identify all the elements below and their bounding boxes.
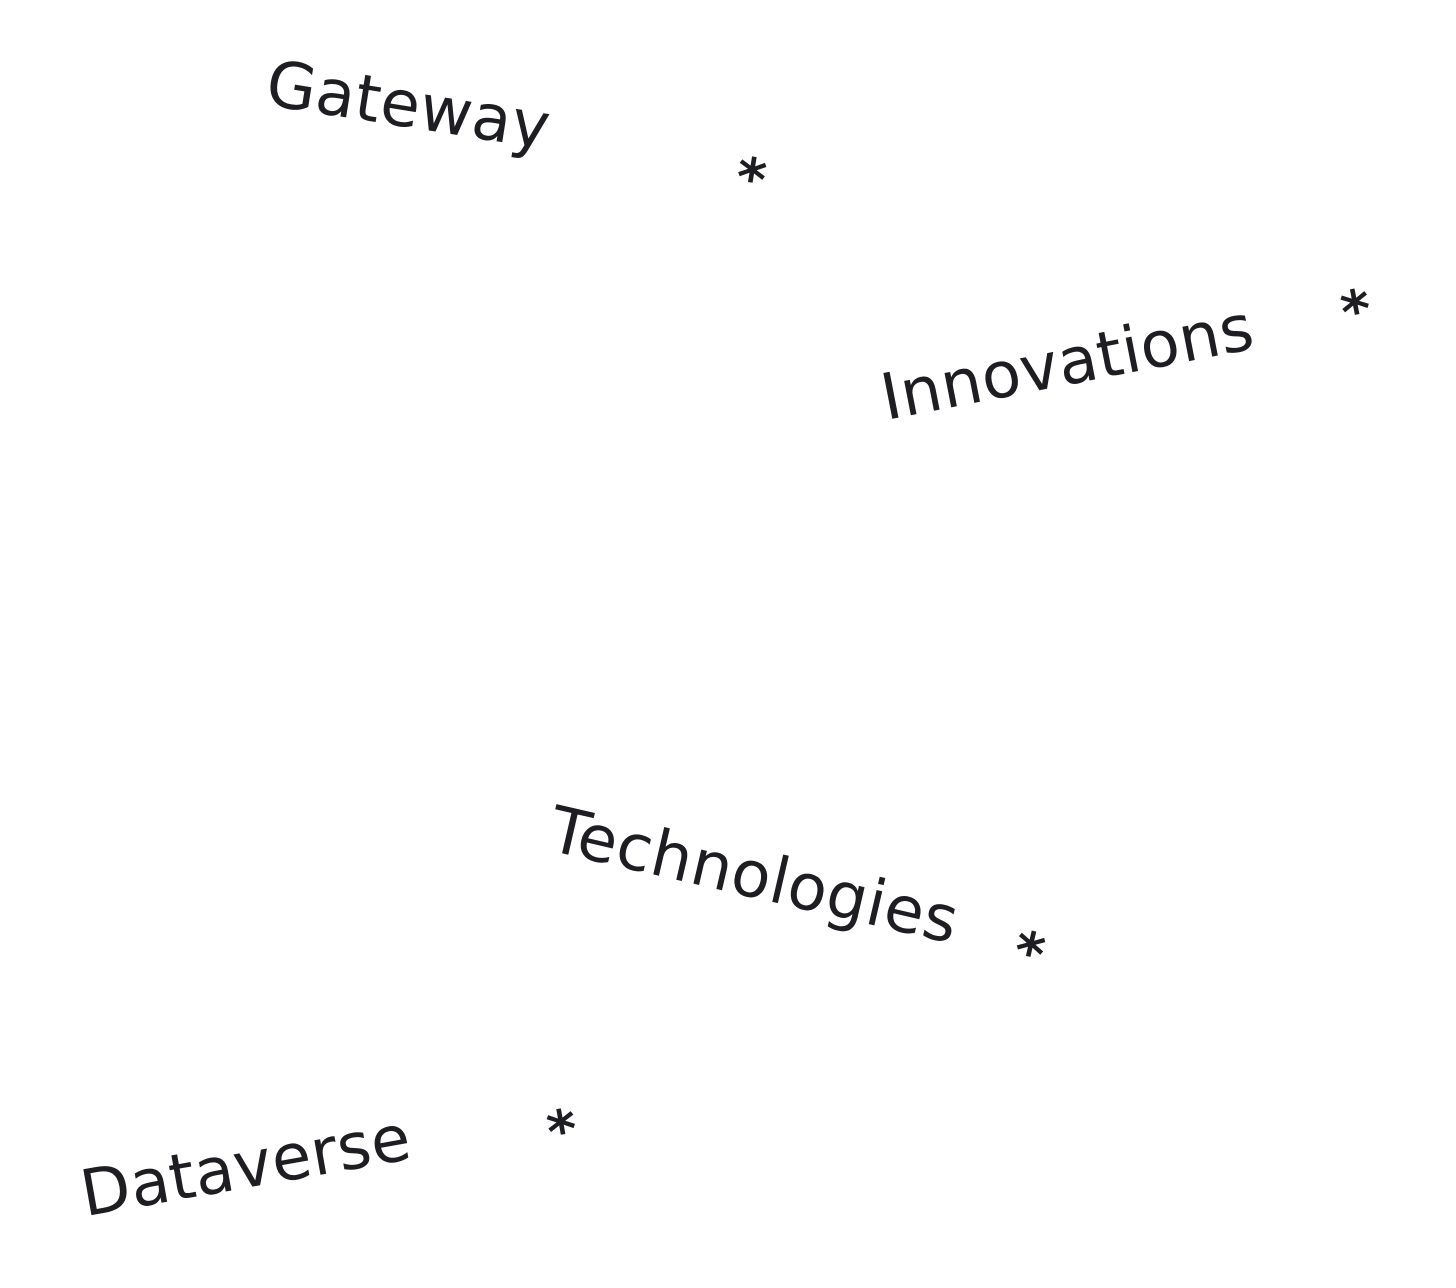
word-innovations: Innovations — [875, 291, 1260, 436]
word-dataverse: Dataverse — [75, 1101, 417, 1232]
asterisk-icon: * — [1007, 918, 1051, 989]
word-gateway: Gateway — [261, 47, 556, 165]
asterisk-icon: * — [542, 1096, 583, 1167]
word-technologies: Technologies — [542, 793, 966, 960]
asterisk-icon: * — [1335, 276, 1378, 347]
asterisk-icon: * — [731, 145, 771, 214]
